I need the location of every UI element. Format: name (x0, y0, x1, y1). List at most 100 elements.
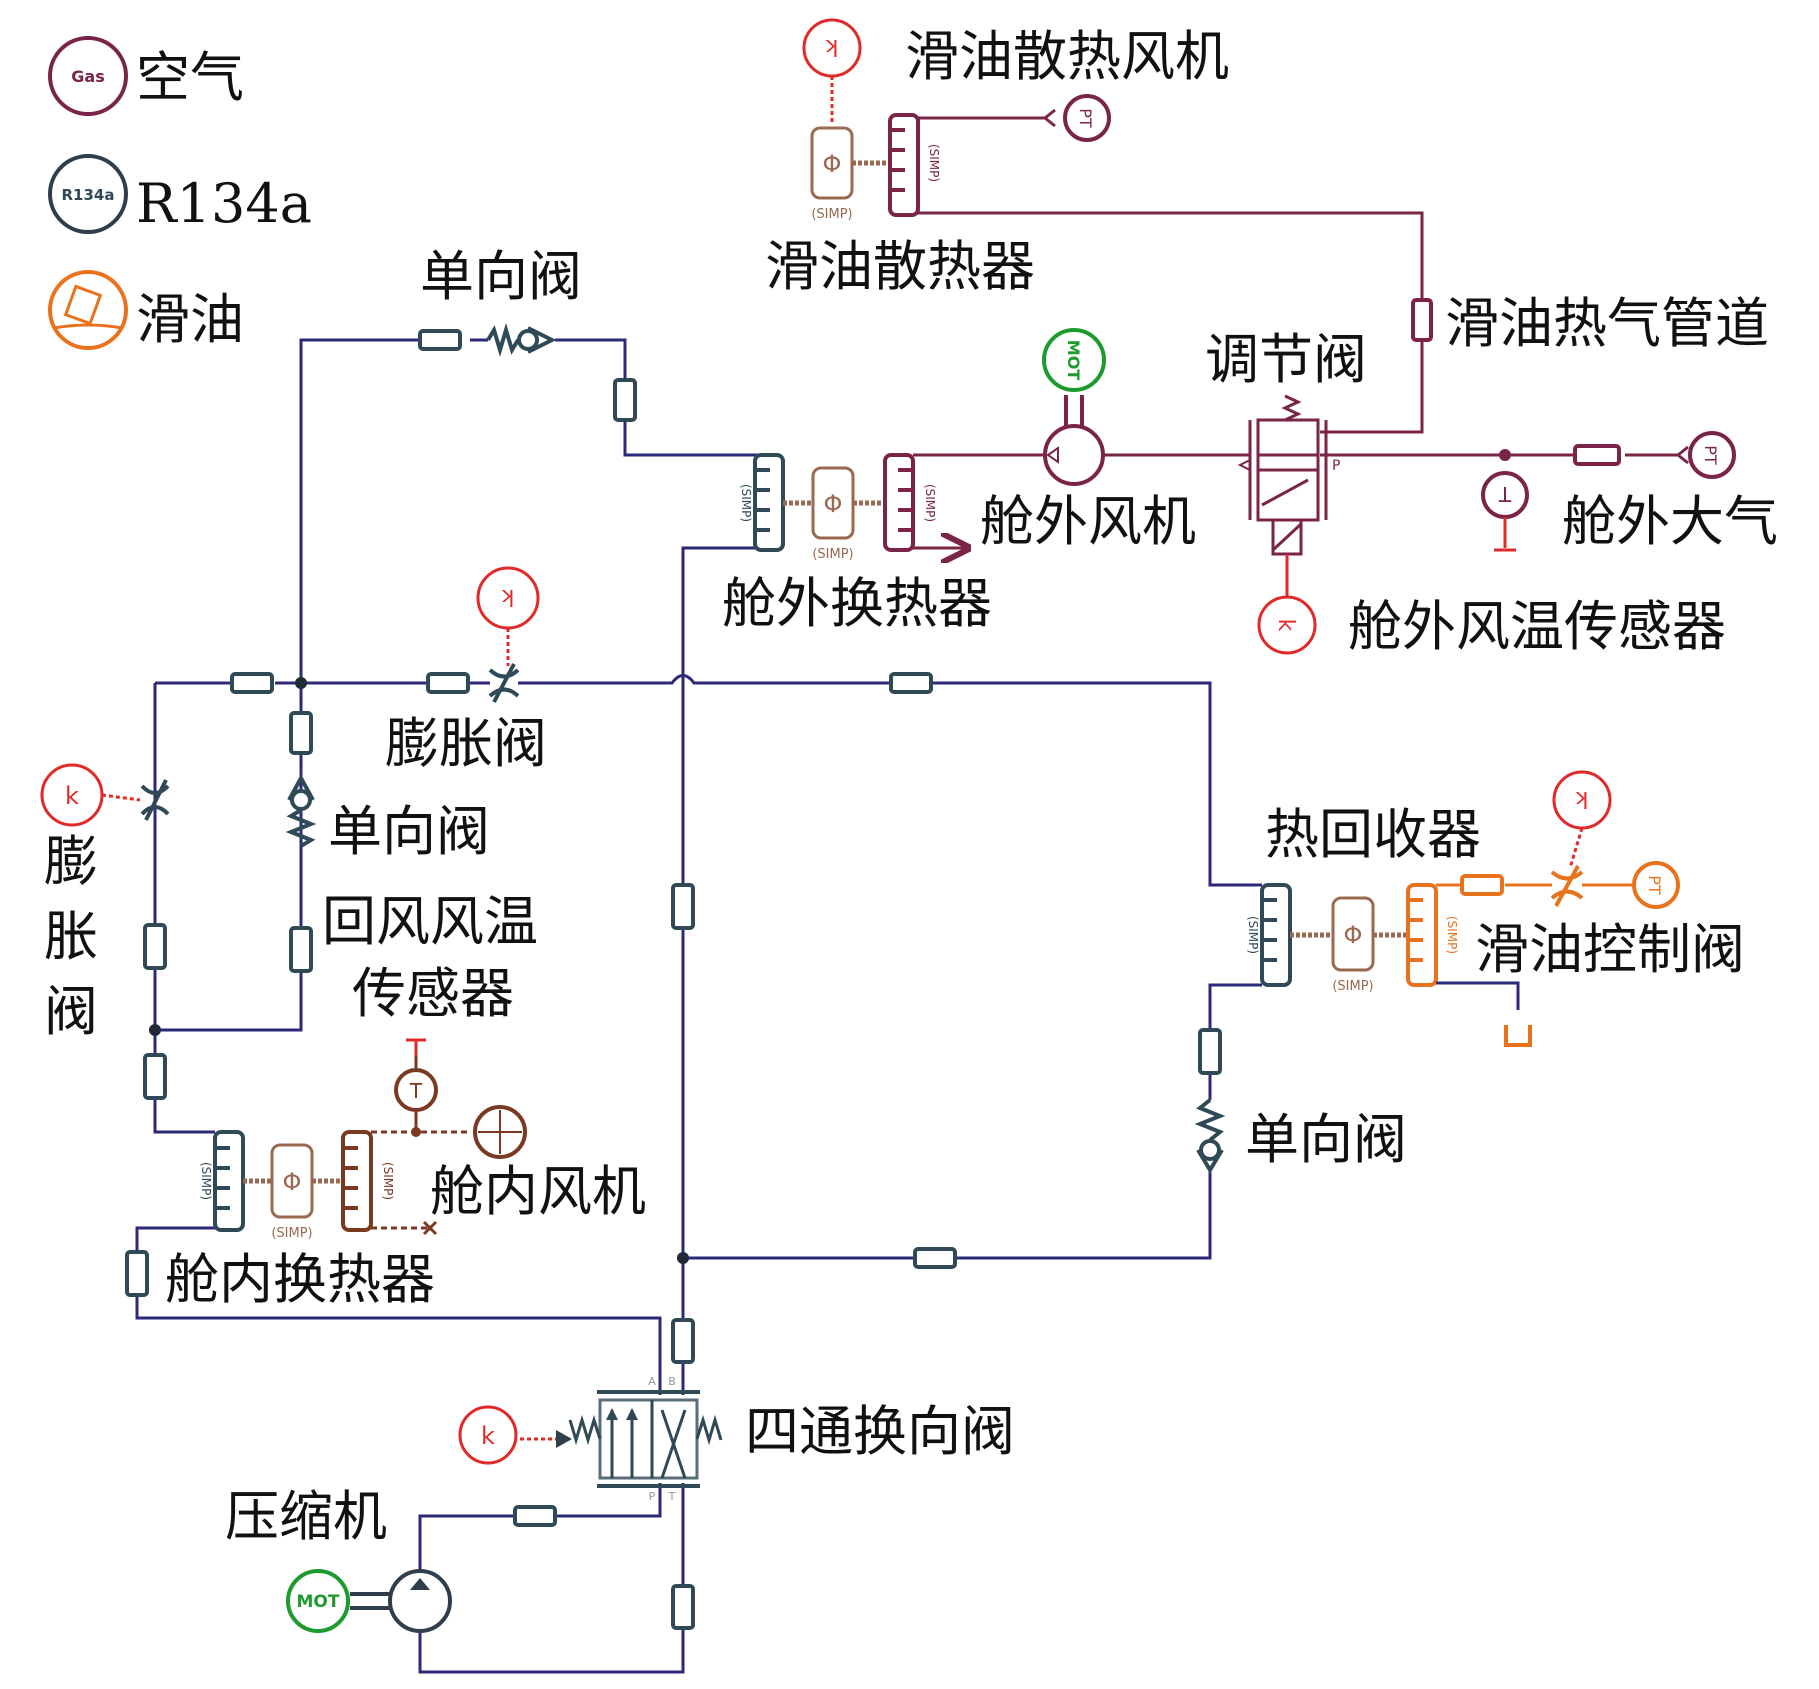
pipe-segment (913, 1247, 957, 1269)
simp-label: (SIMP) (1332, 979, 1373, 994)
label-regulating-valve: 调节阀 (1205, 328, 1367, 391)
pt-source-icon (1688, 431, 1736, 479)
oil-level (53, 323, 123, 330)
pipe-segment (671, 883, 695, 930)
compressor-icon (388, 1569, 452, 1633)
pt-source-text: PT (1701, 445, 1720, 465)
compressor: MOT (286, 1569, 452, 1633)
label-cabin-fan: 舱内风机 (430, 1160, 646, 1223)
oil-hot-air-duct-segment (1411, 298, 1433, 342)
solenoid-diagonal (1271, 522, 1303, 552)
check-valve-mid (285, 773, 317, 848)
simp-label: (SIMP) (927, 144, 941, 182)
gas-icon (48, 36, 128, 116)
expansion-valve-icon (140, 779, 170, 821)
junction-dot (677, 1252, 689, 1264)
pipe-ref-compressor-loop (418, 1483, 685, 1674)
spring-left-icon (568, 1414, 602, 1446)
oil-control-valve-icon (1550, 865, 1584, 907)
pipe-segment (513, 1505, 557, 1527)
signal-k-text: k (481, 1422, 495, 1450)
legend-label-oil: 滑油 (136, 288, 244, 351)
hx-fins (755, 468, 770, 532)
label-check-valve-mid: 单向阀 (328, 800, 490, 863)
legend-label-air: 空气 (136, 46, 244, 109)
signal-out (406, 1038, 426, 1056)
valve-rails (597, 1390, 700, 1488)
port-t-label: T (668, 1490, 676, 1503)
air-end-cross (422, 1220, 438, 1236)
pipe-segment (426, 672, 470, 694)
phi-icon: Φ (824, 490, 843, 518)
air-duct-lines (371, 1130, 470, 1230)
oil-radiator: Φ (SIMP) (SIMP) k (802, 18, 941, 222)
spring-icon (1194, 1098, 1226, 1142)
heat-recovery: (SIMP) Φ (SIMP) (SIMP) (1246, 883, 1459, 994)
label-oil-control-valve: 滑油控制阀 (1475, 918, 1745, 981)
port-p-label: P (649, 1490, 656, 1503)
pipe-ref-cabin-bottom (135, 1226, 662, 1395)
label-expansion-valve-left-2: 胀 (44, 905, 98, 968)
spring-right-icon (695, 1414, 723, 1446)
phi-icon: Φ (283, 1168, 302, 1196)
shaft (1064, 395, 1084, 426)
air-circuit (913, 116, 1678, 466)
signal-k-icon (458, 1405, 518, 1465)
check-valve-top (486, 323, 557, 357)
port-b-label: B (668, 1375, 676, 1388)
motor-icon (1042, 328, 1106, 392)
simp-label: (SIMP) (812, 547, 853, 562)
pipe-segment (889, 672, 933, 694)
outdoor-temp-probe: T (1481, 471, 1529, 552)
valve-arrow-icon (1237, 458, 1251, 472)
pipe-segment (613, 378, 637, 422)
compressor-direction-icon (410, 1578, 430, 1590)
junction-dot (295, 677, 307, 689)
check-seat-icon (1196, 1148, 1224, 1174)
fan-direction-icon (1046, 446, 1059, 464)
pipe-segment (1198, 1028, 1222, 1075)
outdoor-fan: MOT (1042, 328, 1106, 486)
signal-k-text: k (1575, 786, 1588, 811)
check-seat-icon (527, 326, 557, 354)
label-four-way-valve: 四通换向阀 (745, 1400, 1015, 1463)
signal-k-text: k (1273, 619, 1298, 632)
legend-item-r134a: R134a R134a (48, 154, 312, 235)
valve-arrow-heads (606, 1408, 638, 1420)
legend-item-air: Gas 空气 (48, 36, 244, 116)
cabin-fan-cross (478, 1110, 522, 1154)
solenoid-icon (1271, 518, 1303, 556)
expansion-valve-left: k (40, 763, 170, 827)
check-valve-right (1194, 1098, 1226, 1174)
r134a-icon-text: R134a (62, 186, 115, 204)
label-expansion-valve-left-1: 膨 (44, 830, 98, 893)
labels: 滑油散热风机 滑油散热器 单向阀 滑油热气管道 调节阀 舱外风机 舱外大气 舱外… (44, 25, 1778, 1548)
pipe-ref-mid-branch (155, 683, 303, 1032)
source-arrow (1044, 108, 1056, 128)
pipe-air-oil-duct (917, 211, 1424, 434)
pt-source-icon (1632, 861, 1680, 909)
expansion-valve-icon (488, 663, 520, 703)
pipe-segment (230, 672, 274, 694)
label-return-air-temp-sensor-2: 传感器 (352, 962, 514, 1025)
label-outdoor-fan: 舱外风机 (980, 490, 1196, 553)
label-return-air-temp-sensor-1: 回风风温 (322, 890, 538, 953)
pipe-segment (671, 1318, 695, 1364)
pipe-segment (143, 1053, 167, 1100)
signal-line (101, 793, 141, 802)
label-outdoor-heat-exchanger: 舱外换热器 (722, 572, 992, 635)
signal-out (1494, 517, 1516, 552)
pipe-oil-bottom (1436, 981, 1520, 1010)
hx-fins (890, 128, 905, 192)
motor-text: MOT (297, 1592, 340, 1612)
shaft (350, 1592, 390, 1610)
hx-fins (1408, 898, 1423, 962)
valve-straight-arrows (610, 1400, 654, 1478)
outdoor-atmosphere-source: PT (1677, 431, 1736, 479)
signal-k-icon (1257, 595, 1317, 655)
simp-label: (SIMP) (1445, 916, 1459, 954)
pipe-ref-recovery-bottom (681, 983, 1262, 1395)
pipe-segment (125, 1250, 149, 1297)
simp-label: (SIMP) (1246, 916, 1260, 954)
